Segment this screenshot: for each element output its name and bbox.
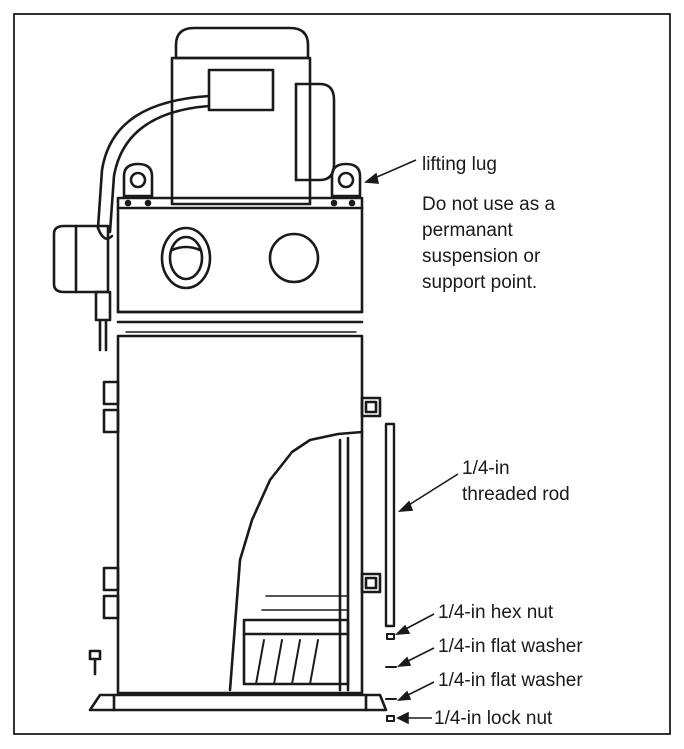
filter-cutaway	[228, 430, 364, 692]
hex-nut	[386, 633, 395, 640]
lifting-lug-right	[330, 162, 362, 198]
label-hex-nut: 1/4-in hex nut	[438, 602, 554, 623]
leader-threaded-rod	[403, 473, 459, 509]
leader-lifting-lug	[369, 159, 417, 181]
label-threaded-rod-2: threaded rod	[462, 484, 570, 505]
motor	[170, 26, 336, 206]
arrowhead-flat-washer-1	[396, 656, 412, 667]
main-cabinet	[88, 334, 388, 712]
threaded-rod	[384, 422, 396, 628]
junction-box	[52, 224, 112, 352]
arrowhead-flat-washer-2	[396, 690, 412, 701]
conduit-cable	[96, 94, 211, 240]
warning-line-3: suspension or	[422, 246, 541, 267]
arrowhead-hex-nut	[394, 624, 411, 635]
arrowhead-lifting-lug	[363, 172, 380, 184]
lock-nut	[386, 715, 395, 722]
arrowhead-lock-nut	[396, 711, 409, 725]
callout-labels: lifting lug Do not use as a permanant su…	[422, 154, 583, 729]
warning-line-1: Do not use as a	[422, 194, 556, 215]
warning-line-2: permanant	[422, 220, 514, 241]
leader-lines	[363, 159, 459, 725]
screw	[88, 649, 102, 676]
label-lock-nut: 1/4-in lock nut	[434, 708, 553, 729]
lifting-lug-left	[122, 162, 154, 198]
label-flat-washer-1: 1/4-in flat washer	[438, 636, 583, 657]
label-threaded-rod-1: 1/4-in	[462, 458, 510, 479]
label-lifting-lug: lifting lug	[422, 154, 497, 175]
machine-drawing	[52, 26, 397, 722]
arrowhead-threaded-rod	[397, 500, 414, 512]
warning-line-4: support point.	[422, 272, 537, 293]
label-flat-washer-2: 1/4-in flat washer	[438, 670, 583, 691]
blower-housing	[116, 196, 364, 333]
figure-border	[13, 13, 671, 735]
